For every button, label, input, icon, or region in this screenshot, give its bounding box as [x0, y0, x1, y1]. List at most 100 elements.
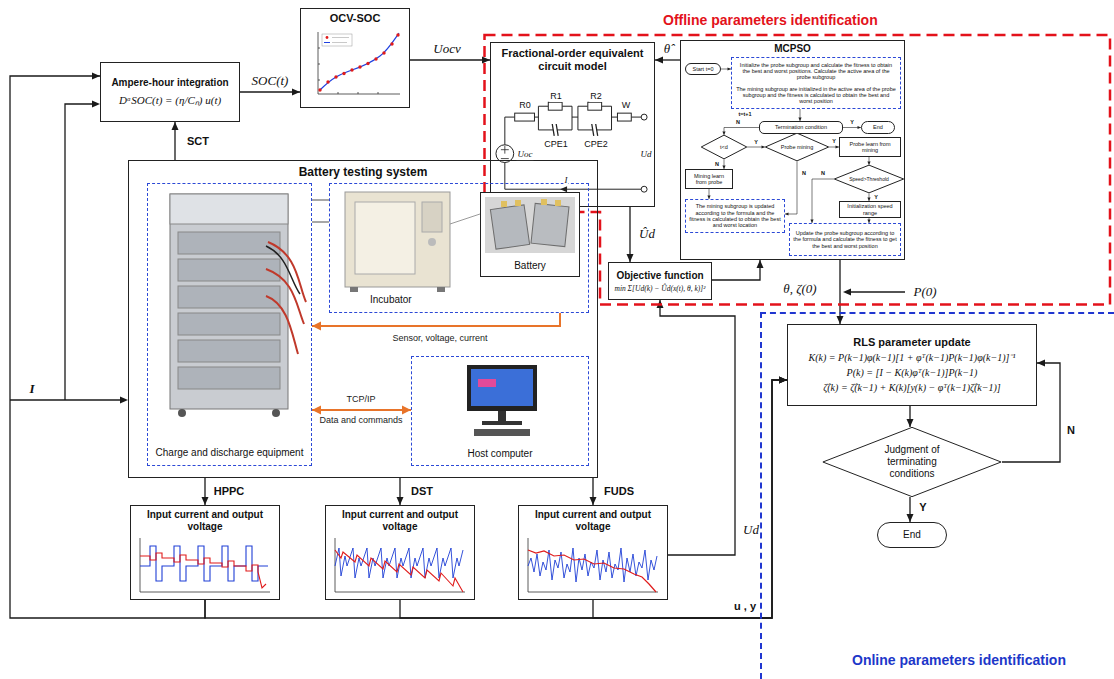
connector-label: N [801, 170, 807, 176]
start-terminal: Start t=0 [685, 63, 721, 75]
host-panel: Host computer [411, 356, 589, 466]
connector [722, 159, 725, 169]
connector-label: Ud [742, 523, 760, 537]
connector [312, 200, 329, 201]
node-text: The mining subgroup are initialized in t… [736, 86, 896, 105]
charge-equipment-photo [148, 184, 310, 424]
chart-lines [335, 538, 465, 592]
host-computer-photo [412, 357, 587, 442]
connector-line [724, 128, 759, 136]
condition-box: Termination condition [759, 121, 843, 134]
signal-box: Input current and output voltage [518, 505, 668, 600]
connector [747, 145, 765, 148]
connector-label: Ûd [638, 227, 656, 241]
component-label: CPE2 [583, 140, 609, 150]
connector [202, 478, 209, 505]
node-title: Probe mining [781, 144, 813, 150]
connector [837, 260, 844, 324]
current-label: I [564, 176, 569, 186]
node-title: Fractional-order equivalent circuit mode… [495, 47, 650, 73]
hppc-chart [136, 536, 274, 596]
connector-label: N [735, 119, 741, 125]
arrow-head [292, 89, 300, 96]
connector-label: Y [849, 119, 855, 125]
arrow-heads [92, 101, 851, 404]
connector-label: FUDS [603, 485, 635, 497]
node-title: Offline parameters identification [663, 12, 878, 29]
connector-label: Y [918, 501, 927, 513]
arrow-head [655, 57, 663, 64]
fuds-chart [524, 536, 662, 596]
step-group: The mining subgroup is updated according… [685, 199, 785, 233]
connector-label: TCP/IP [345, 395, 376, 405]
process-box: Mining learn from probe [685, 169, 733, 189]
algorithm-box: MCPSOStart t=0Initialize the probe subgr… [680, 40, 905, 260]
node-title: RLS parameter update [853, 336, 970, 349]
connector [843, 126, 861, 129]
connector-label: N [820, 170, 826, 176]
component-label: W [621, 101, 632, 111]
connector [655, 57, 680, 64]
chart-box: OCV-SOC [300, 8, 410, 108]
arrow-head [312, 322, 321, 331]
incubator-panel: Incubator Battery [329, 183, 589, 313]
connector-line [785, 161, 797, 214]
connector [712, 260, 764, 280]
arrow-head [312, 406, 321, 415]
connector-label: Uocv [432, 42, 461, 56]
arrow-head [1037, 360, 1045, 367]
battery-callout: Battery [480, 192, 580, 277]
connector [397, 478, 404, 505]
connector-line [312, 409, 411, 411]
connector [785, 161, 797, 216]
node-title: Incubator [370, 294, 412, 306]
chart-lines [318, 32, 400, 94]
connector [707, 189, 710, 199]
connector-label: u , y [733, 600, 757, 612]
node-title: OCV-SOC [330, 12, 381, 25]
testing-system-box: Battery testing system Charge and discha… [128, 160, 598, 478]
incubator [345, 192, 480, 292]
connector [312, 222, 329, 223]
node-text: P(k) = [I − K(k)φᵀ(k−1)]P(k−1) [847, 367, 978, 379]
arrow-head [202, 497, 209, 505]
connector [907, 497, 914, 522]
node-title: Update the probe subgroup according to t… [793, 230, 897, 249]
arrow-head [867, 162, 870, 166]
node-title: Speed>Threshold [849, 176, 889, 182]
arrow-head [172, 122, 179, 130]
connector-line [629, 207, 630, 262]
arrow-head [779, 377, 787, 384]
diamond-shape [701, 135, 747, 159]
node-title: End [873, 124, 883, 130]
node-title: Battery [514, 260, 546, 272]
arrow-head [779, 377, 787, 384]
end-terminal: End [861, 121, 895, 134]
node-title: The mining subgroup is updated according… [689, 203, 781, 228]
arrow-head [779, 377, 787, 384]
connector [172, 122, 179, 160]
node-title: t<d [720, 144, 728, 150]
process-box: Initialization speed range [839, 201, 901, 218]
connector [205, 377, 787, 619]
signal-name: P(0) [912, 285, 937, 299]
node-title: Input current and output voltage [330, 509, 470, 533]
connector-line [712, 260, 760, 280]
arrow-head [627, 254, 634, 262]
node-title: Mining learn from probe [688, 173, 730, 186]
cabinet [170, 194, 306, 417]
diamond-shape [834, 165, 903, 193]
connector-label: N [1066, 424, 1076, 436]
process-box: Ampere-hour integrationDᵅSOC(t) = (η/Cₙ)… [100, 62, 240, 122]
voltage-label: Ud [640, 150, 653, 160]
monitor [467, 365, 537, 436]
arrow-head [402, 406, 411, 415]
component-label: R0 [518, 101, 532, 111]
connector [907, 406, 914, 427]
node-title: Start t=0 [693, 66, 714, 72]
arrow-head [482, 57, 490, 64]
connector-line [660, 300, 735, 555]
circuit-wires [496, 102, 647, 192]
connector [829, 145, 839, 148]
ocv-soc-chart [306, 28, 404, 104]
